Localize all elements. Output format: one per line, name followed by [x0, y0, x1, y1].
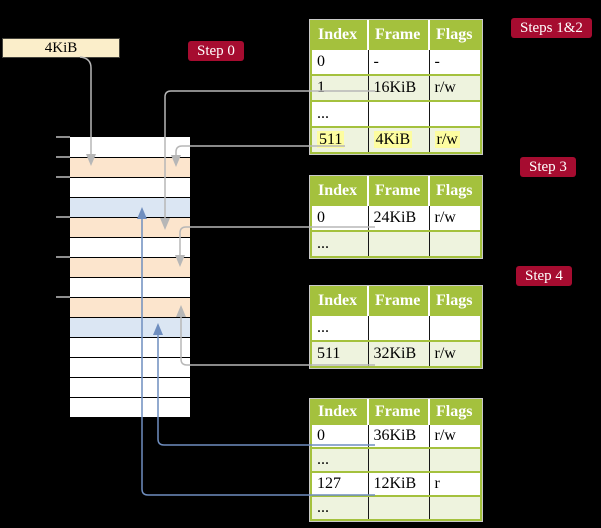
highlighted-value: 4KiB — [373, 131, 413, 148]
page-table-row: ... — [311, 495, 481, 520]
page-table-row: ... — [311, 314, 481, 341]
page-table-cell: ... — [311, 230, 369, 257]
column-header-flags: Flags — [429, 287, 481, 315]
page-table-cell: 24KiB — [368, 204, 430, 231]
column-header-index: Index — [311, 177, 369, 205]
page-table-cell: 36KiB — [368, 423, 430, 448]
memory-frame-row-peach — [70, 217, 190, 237]
page-table-cell — [368, 495, 430, 520]
page-table-cell — [368, 314, 430, 341]
column-header-frame: Frame — [368, 400, 430, 424]
step0-badge: Step 0 — [188, 41, 244, 61]
memory-frame-row-peach — [70, 297, 190, 317]
page-table-cell: 32KiB — [368, 340, 430, 367]
step3-badge: Step 3 — [520, 157, 576, 177]
memory-frame-row-white — [70, 377, 190, 397]
page-table-cell: 511 — [311, 126, 369, 153]
memory-frame-row-white — [70, 337, 190, 357]
page-table-row: 511 4KiB r/w — [311, 126, 481, 153]
page-table-cell: 0 — [311, 423, 369, 448]
memory-frame-row-white — [70, 137, 190, 157]
steps-1-2-badge: Steps 1&2 — [511, 18, 592, 38]
page-table-cell: - — [368, 48, 430, 75]
page-table-cell — [429, 100, 481, 127]
page-table-cell: 0 — [311, 204, 369, 231]
page-table-cell — [429, 495, 481, 520]
step4-badge: Step 4 — [516, 266, 572, 286]
page-table-cell: 127 — [311, 471, 369, 496]
page-table-row: ... — [311, 230, 481, 257]
page-table-cell: ... — [311, 447, 369, 472]
column-header-flags: Flags — [429, 21, 481, 49]
page-table-row: ... — [311, 447, 481, 472]
column-header-index: Index — [311, 287, 369, 315]
page-table-cell: ... — [311, 495, 369, 520]
cr3-frame-box: 4KiB — [2, 38, 120, 58]
page-table-cell: 16KiB — [368, 74, 430, 101]
highlighted-value: 511 — [317, 131, 345, 148]
page-table-cell: 1 — [311, 74, 369, 101]
memory-stack — [70, 137, 190, 417]
column-header-frame: Frame — [368, 177, 430, 205]
column-header-index: Index — [311, 400, 369, 424]
address-tick — [56, 256, 70, 258]
page-table-cell: r/w — [429, 204, 481, 231]
page-table-cell: ... — [311, 100, 369, 127]
memory-frame-row-blue — [70, 317, 190, 337]
highlighted-value: r/w — [434, 131, 460, 148]
page-table-cell — [368, 100, 430, 127]
page-table-row: 0-- — [311, 48, 481, 75]
memory-frame-row-white — [70, 237, 190, 257]
page-table-cell: r/w — [429, 340, 481, 367]
address-tick — [56, 136, 70, 138]
column-header-flags: Flags — [429, 400, 481, 424]
cr3-frame-label: 4KiB — [44, 40, 78, 56]
column-header-index: Index — [311, 21, 369, 49]
memory-frame-row-white — [70, 357, 190, 377]
column-header-flags: Flags — [429, 177, 481, 205]
page-table-cell — [429, 230, 481, 257]
page-table-row: ... — [311, 100, 481, 127]
page-table-cell: r/w — [429, 74, 481, 101]
address-tick — [56, 296, 70, 298]
memory-frame-row-white — [70, 397, 190, 417]
page-table-cell — [429, 314, 481, 341]
address-tick — [56, 176, 70, 178]
page-table-cell: r/w — [429, 126, 481, 153]
page-table-cell: r/w — [429, 423, 481, 448]
page-table-cell: 0 — [311, 48, 369, 75]
memory-frame-row-white — [70, 177, 190, 197]
address-tick — [56, 156, 70, 158]
memory-frame-row-peach — [70, 257, 190, 277]
page-table-cell: ... — [311, 314, 369, 341]
memory-frame-row-blue — [70, 197, 190, 217]
memory-frame-row-peach — [70, 157, 190, 177]
address-tick — [56, 216, 70, 218]
page-table-cell: 12KiB — [368, 471, 430, 496]
page-table-cell: - — [429, 48, 481, 75]
page-table-cell — [368, 230, 430, 257]
column-header-frame: Frame — [368, 21, 430, 49]
column-header-frame: Frame — [368, 287, 430, 315]
page-table-cell: 511 — [311, 340, 369, 367]
page-table-cell: 4KiB — [368, 126, 430, 153]
memory-frame-row-white — [70, 277, 190, 297]
page-table-cell — [368, 447, 430, 472]
page-table-cell — [429, 447, 481, 472]
page-table-cell: r — [429, 471, 481, 496]
